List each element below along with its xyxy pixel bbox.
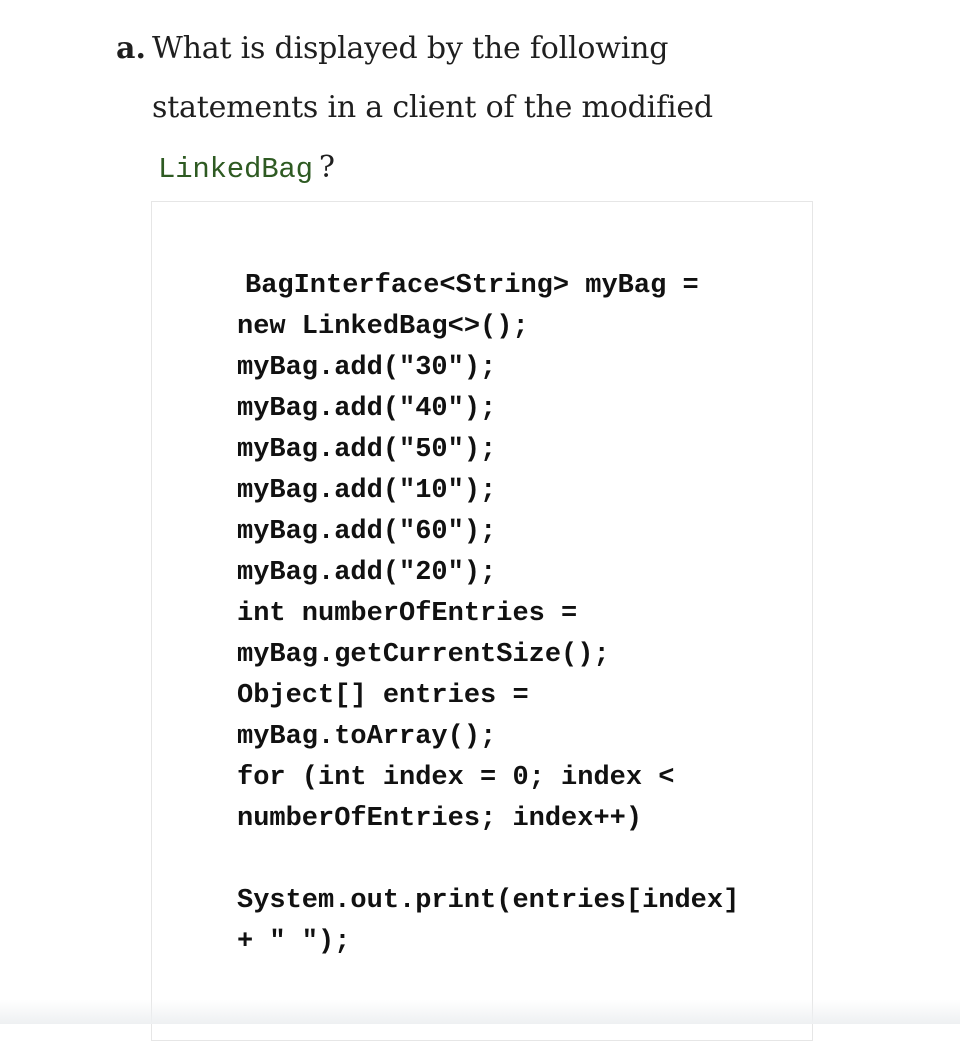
code-line: for (int index = 0; index < [237,763,675,793]
question-mark: ? [318,150,335,185]
question-label: a. [116,31,146,66]
question-text-line-3: LinkedBag? [152,150,335,186]
code-line: System.out.print(entries[index] [237,886,740,916]
question-text-line-1: What is displayed by the following [152,31,669,66]
code-block [151,201,813,1041]
code-line: Object[] entries = [237,681,529,711]
code-line: myBag.getCurrentSize(); [237,640,610,670]
question-text-line-2: statements in a client of the modified [152,90,713,125]
code-line: myBag.add("50"); [237,435,497,465]
code-line: BagInterface<String> myBag = [245,271,699,301]
inline-code-class-name: LinkedBag [158,153,313,186]
code-line: myBag.add("10"); [237,476,497,506]
code-line: + " "); [237,927,351,957]
code-line: myBag.add("60"); [237,517,497,547]
code-line: int numberOfEntries = [237,599,578,629]
bottom-fade [0,1000,960,1024]
code-line: myBag.add("40"); [237,394,497,424]
code-line: myBag.add("30"); [237,353,497,383]
code-line: myBag.add("20"); [237,558,497,588]
code-line: numberOfEntries; index++) [237,804,643,834]
code-line: new LinkedBag<>(); [237,312,529,342]
code-line: myBag.toArray(); [237,722,497,752]
